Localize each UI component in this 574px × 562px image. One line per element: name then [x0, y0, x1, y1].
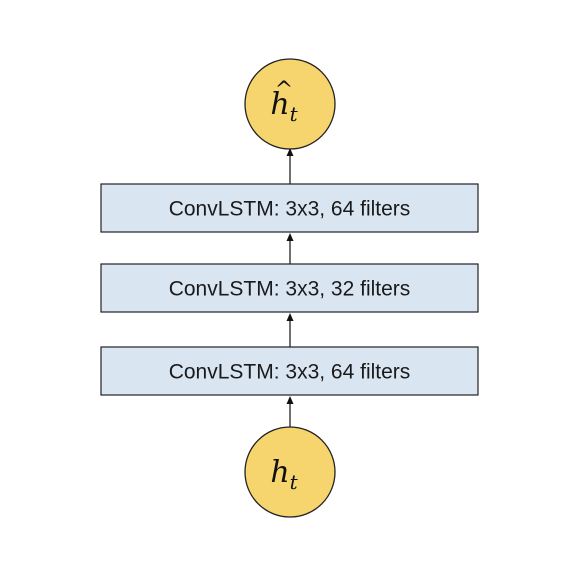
layer-bottom: ConvLSTM: 3x3, 64 filters	[100, 346, 479, 396]
layer-bottom-box	[100, 346, 479, 396]
input-node-circle	[244, 426, 336, 518]
arrowhead-icon	[286, 148, 294, 156]
layer-top-label: ConvLSTM: 3x3, 64 filters	[169, 198, 411, 221]
output-node: ht ^	[244, 58, 336, 150]
layer-middle: ConvLSTM: 3x3, 32 filters	[100, 263, 479, 313]
arrowhead-icon	[286, 396, 294, 404]
arrowhead-icon	[286, 313, 294, 321]
layer-bottom-label: ConvLSTM: 3x3, 64 filters	[169, 361, 411, 384]
edge-top-layer-to-output	[286, 148, 294, 184]
output-node-label: ht	[270, 87, 298, 126]
output-node-base: h	[270, 87, 289, 122]
edge-input-to-bottom-layer	[286, 396, 294, 428]
edge-middle-to-top-layer	[286, 233, 294, 264]
layer-top-box	[100, 183, 479, 233]
layer-top: ConvLSTM: 3x3, 64 filters	[100, 183, 479, 233]
layer-middle-label: ConvLSTM: 3x3, 32 filters	[169, 278, 411, 301]
input-node-label: ht	[270, 455, 298, 494]
arrowhead-icon	[286, 233, 294, 241]
output-node-hat-accent: ^	[275, 78, 293, 103]
input-node-subscript: t	[290, 470, 299, 494]
edge-bottom-to-middle-layer	[286, 313, 294, 347]
layer-middle-box	[100, 263, 479, 313]
input-node-base: h	[270, 455, 289, 490]
output-node-subscript: t	[290, 102, 299, 126]
input-node: ht	[244, 426, 336, 518]
